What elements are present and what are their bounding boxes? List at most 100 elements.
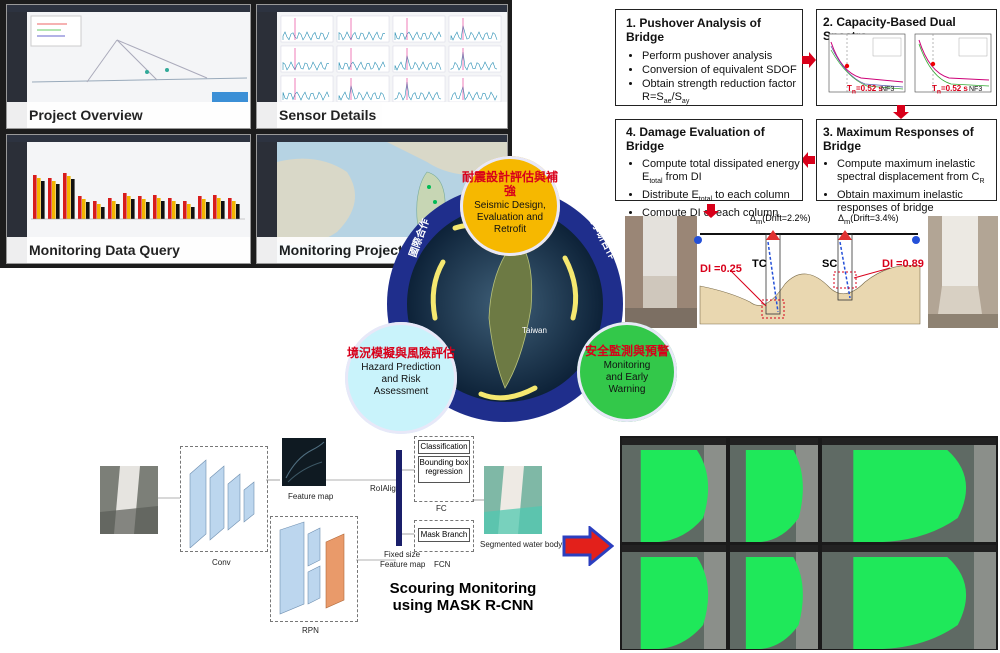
arrow-1-to-2 bbox=[802, 52, 816, 68]
sensor-mini-chart bbox=[448, 75, 502, 103]
drift-label-2: Δm(Drift=3.4%) bbox=[838, 213, 899, 226]
query-bar bbox=[52, 181, 56, 219]
query-bar bbox=[123, 193, 127, 219]
monitoring-data-query-caption: Monitoring Data Query bbox=[7, 237, 250, 263]
scour-result-tile bbox=[730, 545, 818, 649]
classification-box: Classification bbox=[418, 440, 470, 454]
query-bar bbox=[176, 204, 180, 219]
di-right-label: DI =0.89 bbox=[882, 258, 924, 270]
query-bar bbox=[191, 207, 195, 219]
conv-layers bbox=[189, 459, 255, 548]
query-bar bbox=[116, 204, 120, 219]
mask-branch-box: Mask Branch bbox=[418, 528, 470, 542]
cnn-title: Scouring Monitoring using MASK R-CNN bbox=[389, 580, 537, 614]
map-label: Taiwan bbox=[522, 326, 547, 335]
segmented-label: Segmented water body bbox=[480, 540, 563, 549]
query-bar bbox=[86, 202, 90, 219]
query-bar bbox=[108, 198, 112, 219]
sensor-mini-chart bbox=[448, 45, 502, 73]
query-bar bbox=[161, 201, 165, 219]
scour-result-tile bbox=[822, 438, 996, 542]
to-results-arrow bbox=[562, 526, 614, 566]
cnn-connectors bbox=[158, 469, 484, 561]
feature-map-image bbox=[282, 438, 326, 486]
sensor-mini-chart bbox=[392, 75, 446, 103]
scour-result-tile bbox=[622, 545, 726, 649]
fc-label: FC bbox=[436, 504, 447, 513]
query-bar bbox=[56, 184, 60, 219]
arc-bottom-label: 落實應用 bbox=[488, 436, 528, 447]
fcn-box bbox=[414, 520, 474, 552]
nf3-left: NF3 bbox=[881, 86, 895, 93]
query-bar bbox=[78, 196, 82, 219]
fixed-feature-bar bbox=[396, 450, 402, 546]
step4-box: 4. Damage Evaluation of Bridge Compute t… bbox=[615, 119, 803, 219]
sensor-mini-chart bbox=[280, 15, 334, 43]
segmented-output-image bbox=[484, 466, 542, 534]
sensor-mini-chart bbox=[280, 75, 334, 103]
project-overview-screen: Project Overview bbox=[6, 4, 251, 129]
query-bar bbox=[146, 202, 150, 219]
rpn-box bbox=[270, 516, 358, 622]
step2-box: 2. Capacity-Based Dual Spectra Tn=0.52 s… bbox=[816, 9, 997, 106]
pier-photo-left bbox=[625, 216, 697, 328]
feature-map-label: Feature map bbox=[288, 492, 334, 501]
sensor-charts bbox=[280, 15, 502, 103]
sensor-mini-chart bbox=[448, 15, 502, 43]
fixed-feature-map-label: Feature map bbox=[380, 560, 426, 569]
sensor-details-screen: Sensor Details bbox=[256, 4, 508, 129]
monitoring-data-query-screen: Monitoring Data Query bbox=[6, 134, 251, 264]
sensor-mini-chart bbox=[392, 15, 446, 43]
query-bar bbox=[172, 201, 176, 219]
rpn-label: RPN bbox=[302, 626, 319, 635]
step3-box: 3. Maximum Responses of Bridge Compute m… bbox=[816, 119, 997, 214]
query-bar bbox=[112, 201, 116, 219]
sensor-mini-chart bbox=[336, 75, 390, 103]
scour-result-tile bbox=[822, 545, 996, 649]
query-bar-chart bbox=[31, 173, 245, 220]
tc-label: TC bbox=[752, 258, 767, 270]
step4-title: 4. Damage Evaluation of Bridge bbox=[626, 125, 765, 153]
query-bar bbox=[131, 199, 135, 219]
sensor-mini-chart bbox=[336, 45, 390, 73]
step1-item1: Perform pushover analysis bbox=[642, 50, 802, 63]
step3-item1: Compute maximum inelastic spectral displ… bbox=[837, 158, 996, 188]
query-bar bbox=[202, 199, 206, 219]
query-bar bbox=[221, 201, 225, 219]
drift-label-1: Δm(Drift=2.2%) bbox=[750, 213, 811, 226]
bbox-regression-box: Bounding box regression bbox=[418, 456, 470, 483]
query-bar bbox=[183, 201, 187, 219]
query-bar bbox=[138, 196, 142, 219]
query-bar bbox=[48, 178, 52, 219]
query-bar bbox=[71, 179, 75, 219]
query-bar bbox=[37, 178, 41, 219]
sc-label: SC bbox=[822, 258, 838, 270]
query-bar bbox=[228, 198, 232, 219]
query-bar bbox=[127, 196, 131, 219]
roialign-label: RoIAlign bbox=[370, 484, 401, 493]
query-bar bbox=[187, 204, 191, 219]
query-bar bbox=[93, 201, 97, 219]
query-bar bbox=[198, 196, 202, 219]
di-left-label: DI =0.25 bbox=[700, 263, 742, 275]
step4-item1: Compute total dissipated energy Etotal f… bbox=[642, 158, 802, 188]
project-overview-caption: Project Overview bbox=[7, 102, 250, 128]
rpn-layers bbox=[279, 521, 345, 615]
query-bar bbox=[142, 199, 146, 219]
step1-item2: Conversion of equivalent SDOF bbox=[642, 64, 802, 77]
query-bar bbox=[67, 176, 71, 219]
fixed-size-label: Fixed size bbox=[384, 550, 421, 559]
query-bar bbox=[41, 181, 45, 219]
monitoring-project-caption: Monitoring Project bbox=[257, 237, 417, 263]
tn-label-left: Tn=0.52 s bbox=[847, 84, 883, 96]
query-bar bbox=[232, 201, 236, 219]
query-bar bbox=[97, 204, 101, 219]
query-bar bbox=[236, 204, 240, 219]
query-bar bbox=[213, 195, 217, 219]
scour-result-tile bbox=[730, 438, 818, 542]
arrow-3-to-4 bbox=[801, 152, 815, 168]
step3-title: 3. Maximum Responses of Bridge bbox=[823, 125, 974, 153]
tn-label-right: Tn=0.52 s bbox=[932, 84, 968, 96]
step1-box: 1. Pushover Analysis of Bridge Perform p… bbox=[615, 9, 803, 106]
arrow-4-to-bridge bbox=[703, 204, 719, 218]
